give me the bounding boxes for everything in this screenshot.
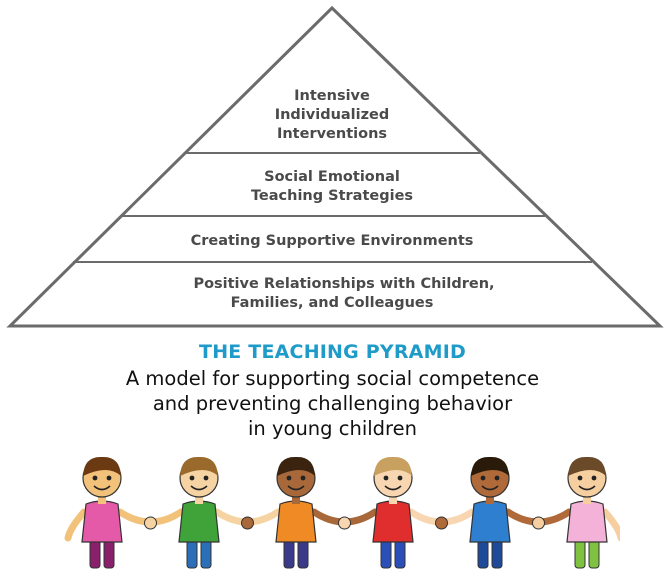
tier-1-line-2: Individualized — [275, 107, 390, 123]
subtitle-line: and preventing challenging behavior — [152, 392, 513, 415]
child-eye — [203, 475, 209, 481]
child-figure — [275, 456, 317, 569]
child-figure — [81, 456, 123, 569]
child-eye — [300, 475, 306, 481]
child-eye — [106, 475, 112, 481]
child-hair — [83, 456, 121, 476]
child-eye — [591, 475, 597, 481]
subtitle-line: in young children — [248, 417, 417, 440]
child-hair — [374, 456, 412, 476]
joined-hands — [338, 516, 351, 530]
child-smile — [190, 485, 208, 491]
child-eye — [480, 475, 486, 481]
child-neck — [292, 494, 300, 504]
child-eye — [286, 475, 292, 481]
child-smile — [578, 485, 596, 491]
tier-1-line-1: Intensive — [294, 88, 370, 104]
tier-2-line-1: Social Emotional — [264, 169, 400, 185]
pyramid-title: THE TEACHING PYRAMID — [199, 341, 466, 363]
child-smile — [287, 485, 305, 491]
right-arm — [601, 508, 620, 542]
child-figure — [178, 456, 220, 569]
child-eye — [397, 475, 403, 481]
child-hair — [180, 456, 218, 476]
subtitle-line: A model for supporting social competence — [125, 367, 540, 390]
child-figure — [566, 456, 608, 569]
tier-3-line-1: Creating Supportive Environments — [191, 233, 474, 249]
tier-4-line-1: Positive Relationships with Children, — [193, 276, 494, 292]
pyramid-outline — [6, 5, 664, 328]
child-smile — [481, 485, 499, 491]
child-figure — [372, 456, 414, 569]
children-holding-hands-illustration — [64, 456, 620, 569]
child-shirt — [81, 500, 123, 543]
joined-hands — [144, 516, 157, 530]
child-shirt — [372, 500, 414, 543]
child-shirt — [178, 500, 220, 543]
child-smile — [93, 485, 111, 491]
joined-hands — [532, 516, 545, 530]
child-neck — [486, 494, 494, 504]
child-neck — [389, 494, 397, 504]
child-neck — [583, 494, 591, 504]
child-eye — [383, 475, 389, 481]
joined-hands — [241, 516, 254, 530]
teaching-pyramid: Intensive Individualized Interventions S… — [6, 5, 664, 328]
child-eye — [92, 475, 98, 481]
child-hair — [471, 456, 509, 476]
tier-4-line-2: Families, and Colleagues — [231, 295, 434, 311]
child-neck — [195, 494, 203, 504]
child-figure — [469, 456, 511, 569]
left-arm — [64, 508, 88, 542]
child-eye — [494, 475, 500, 481]
child-smile — [384, 485, 402, 491]
child-eye — [189, 475, 195, 481]
child-shirt — [566, 500, 608, 543]
child-neck — [98, 494, 106, 504]
pyramid-subtitle: A model for supporting social competence… — [0, 366, 665, 441]
child-hair — [277, 456, 315, 476]
child-shirt — [469, 500, 511, 543]
child-shirt — [275, 500, 317, 543]
tier-1-line-3: Interventions — [277, 126, 387, 142]
child-hair — [568, 456, 606, 476]
joined-hands — [435, 516, 448, 530]
tier-2-line-2: Teaching Strategies — [251, 188, 413, 204]
child-eye — [577, 475, 583, 481]
